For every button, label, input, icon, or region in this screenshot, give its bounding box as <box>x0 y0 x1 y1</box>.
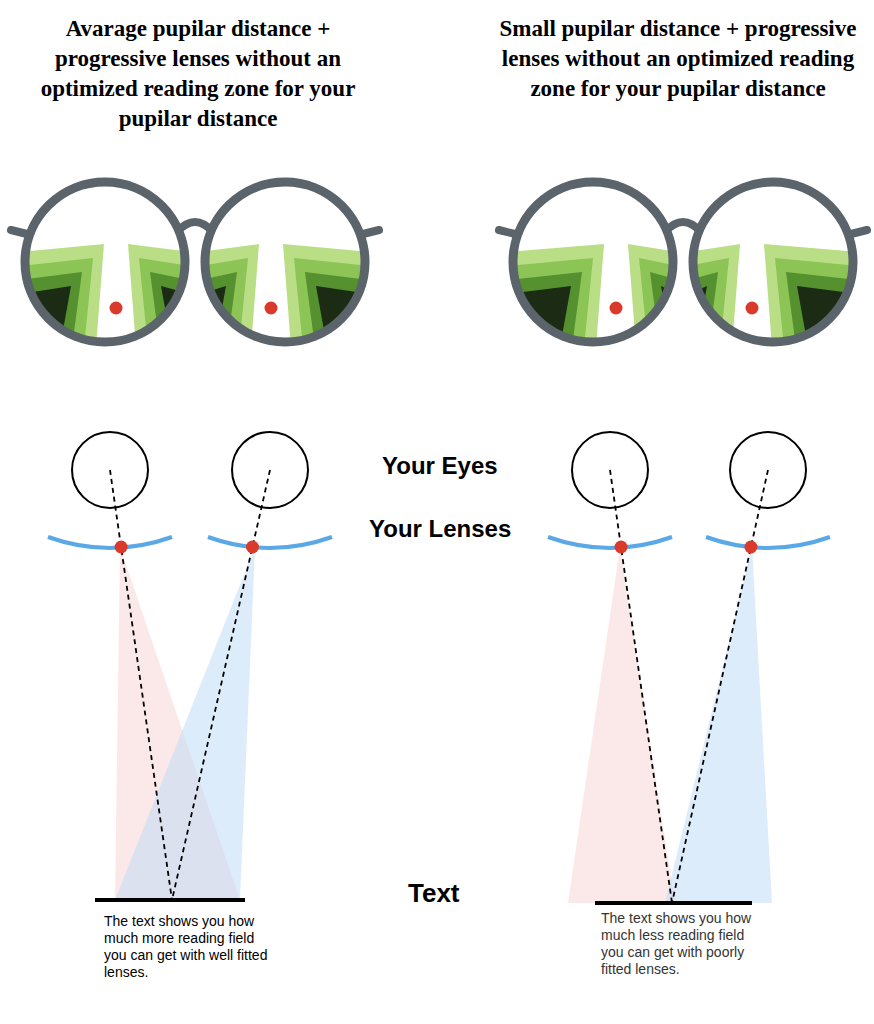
frame-bridge <box>665 222 701 232</box>
part-label: Your Eyes <box>382 452 498 480</box>
line-of-sight <box>110 470 172 900</box>
part-label: Text <box>408 878 460 908</box>
part-label: Your Lenses <box>369 515 511 543</box>
reading-point <box>110 302 123 315</box>
frame-temple <box>11 230 27 234</box>
frame-rim <box>693 182 853 342</box>
heading: Small pupilar distance + progressive len… <box>488 14 868 104</box>
text-plane <box>95 898 245 902</box>
lens <box>548 537 672 548</box>
view-cone <box>568 547 675 903</box>
caption-note: The text shows you how much more reading… <box>104 913 272 981</box>
lens <box>48 537 172 548</box>
frame-bridge <box>177 222 213 232</box>
reading-point <box>246 541 259 554</box>
ray-diagram <box>548 432 830 903</box>
reading-point <box>265 302 278 315</box>
frame-temple <box>363 230 379 234</box>
lens <box>706 537 830 548</box>
glasses <box>11 182 379 347</box>
caption-note: The text shows you how much less reading… <box>601 910 761 978</box>
frame-temple <box>851 230 867 234</box>
heading: Avarage pupilar distance + progressive l… <box>8 14 388 134</box>
reading-point <box>115 541 128 554</box>
frame-rim <box>513 182 673 342</box>
glasses <box>499 182 867 347</box>
reading-point <box>744 541 757 554</box>
line-of-sight <box>610 470 672 903</box>
reading-point <box>610 302 623 315</box>
frame-rim <box>25 182 185 342</box>
frame-rim <box>205 182 365 342</box>
text-plane <box>595 901 752 905</box>
reading-point <box>746 302 759 315</box>
frame-temple <box>499 230 515 234</box>
view-cone <box>665 547 772 903</box>
line-of-sight <box>172 470 270 900</box>
lens <box>208 537 332 548</box>
reading-point <box>615 541 628 554</box>
view-cone <box>115 547 255 900</box>
line-of-sight <box>672 470 768 903</box>
ray-diagram <box>48 432 332 900</box>
